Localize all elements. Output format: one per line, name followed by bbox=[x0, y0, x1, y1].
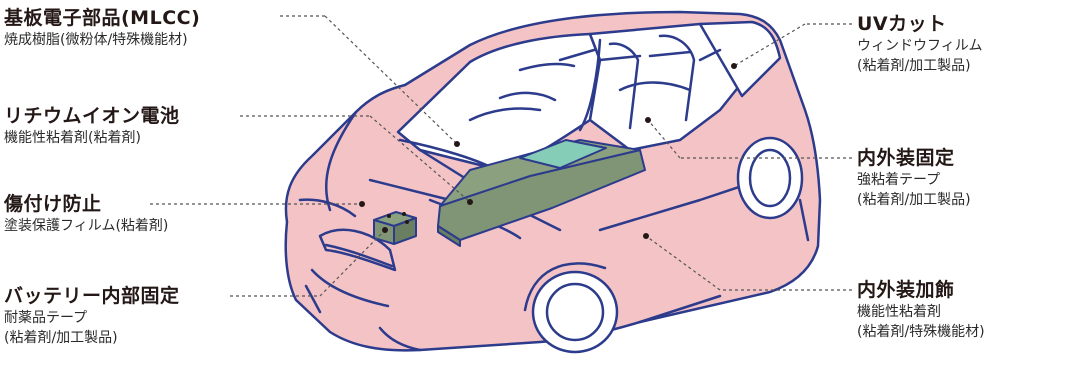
callout-battery: リチウムイオン電池 機能性粘着剤(粘着剤) bbox=[4, 104, 180, 148]
small-battery bbox=[373, 211, 417, 245]
callout-uv: UVカット ウィンドウフィルム (粘着剤/加工製品) bbox=[857, 12, 982, 76]
callout-interior-deco-title: 内外装加飾 bbox=[857, 279, 955, 301]
callout-scratch-desc: 塗装保護フィルム(粘着剤) bbox=[4, 218, 169, 234]
callout-interior-deco: 内外装加飾 機能性粘着剤 (粘着剤/特殊機能材) bbox=[857, 278, 985, 342]
callout-uv-desc: ウィンドウフィルム bbox=[857, 38, 983, 54]
callout-points bbox=[359, 63, 737, 239]
front-headlight bbox=[298, 198, 357, 218]
callout-substrate-title: 基板電子部品(MLCC) bbox=[4, 7, 201, 29]
rear-window bbox=[698, 20, 782, 98]
callout-battery-desc: 機能性粘着剤(粘着剤) bbox=[4, 130, 141, 146]
callout-interior-fix-desc2: (粘着剤/加工製品) bbox=[857, 192, 971, 208]
callout-interior-deco-desc: 機能性粘着剤 bbox=[857, 304, 941, 320]
callout-battery-fix-desc: 耐薬品テープ bbox=[4, 310, 88, 326]
callout-uv-desc2: (粘着剤/加工製品) bbox=[857, 58, 971, 74]
callout-substrate-desc: 焼成樹脂(微粉体/特殊機能材) bbox=[4, 32, 188, 48]
grille bbox=[318, 228, 397, 272]
callout-interior-deco-desc2: (粘着剤/特殊機能材) bbox=[857, 324, 985, 340]
callout-battery-title: リチウムイオン電池 bbox=[4, 105, 180, 127]
leader-lines bbox=[150, 15, 852, 297]
callout-battery-fix-desc2: (粘着剤/加工製品) bbox=[4, 330, 118, 346]
callout-interior-fix: 内外装固定 強粘着テープ (粘着剤/加工製品) bbox=[857, 146, 971, 210]
callout-interior-fix-title: 内外装固定 bbox=[857, 147, 955, 169]
callout-uv-title: UVカット bbox=[857, 13, 947, 35]
callout-battery-fix: バッテリー内部固定 耐薬品テープ (粘着剤/加工製品) bbox=[4, 284, 180, 348]
callout-scratch: 傷付け防止 塗装保護フィルム(粘着剤) bbox=[4, 192, 168, 236]
callout-battery-fix-title: バッテリー内部固定 bbox=[4, 285, 180, 307]
callout-interior-fix-desc: 強粘着テープ bbox=[857, 172, 941, 188]
callout-substrate: 基板電子部品(MLCC) 焼成樹脂(微粉体/特殊機能材) bbox=[4, 6, 200, 50]
battery-pack bbox=[437, 139, 646, 247]
callout-scratch-title: 傷付け防止 bbox=[4, 193, 102, 215]
